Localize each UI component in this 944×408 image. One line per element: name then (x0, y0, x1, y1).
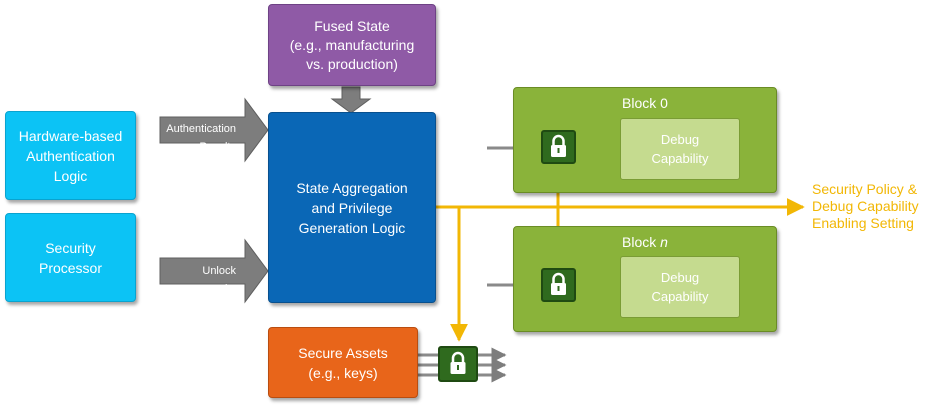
lock-icon (541, 130, 576, 164)
auth-results-arrow (159, 97, 269, 163)
security-policy-label: Security Policy & Debug Capability Enabl… (812, 181, 919, 231)
unlock-results-arrow (159, 238, 269, 304)
block-0-title: Block 0 (622, 95, 668, 111)
security-processor-box: Security Processor (5, 213, 136, 302)
block-0-debug-capability: Debug Capability (620, 118, 740, 180)
unlock-results-label: Unlock Results (199, 265, 236, 295)
state-aggregation-box: State Aggregation and Privilege Generati… (268, 112, 436, 303)
lock-icon (438, 346, 478, 382)
block-n-title: Block n (622, 234, 668, 250)
lock-icon (541, 268, 576, 302)
block-n-variable: n (660, 234, 668, 250)
secure-assets-box: Secure Assets (e.g., keys) (268, 327, 418, 398)
auth-results-label: Authentication Results (166, 123, 236, 153)
block-n-debug-capability: Debug Capability (620, 256, 740, 318)
hardware-auth-logic-box: Hardware-based Authentication Logic (5, 111, 136, 200)
fused-state-box: Fused State (e.g., manufacturing vs. pro… (268, 4, 436, 86)
fused-state-arrow (330, 86, 372, 114)
